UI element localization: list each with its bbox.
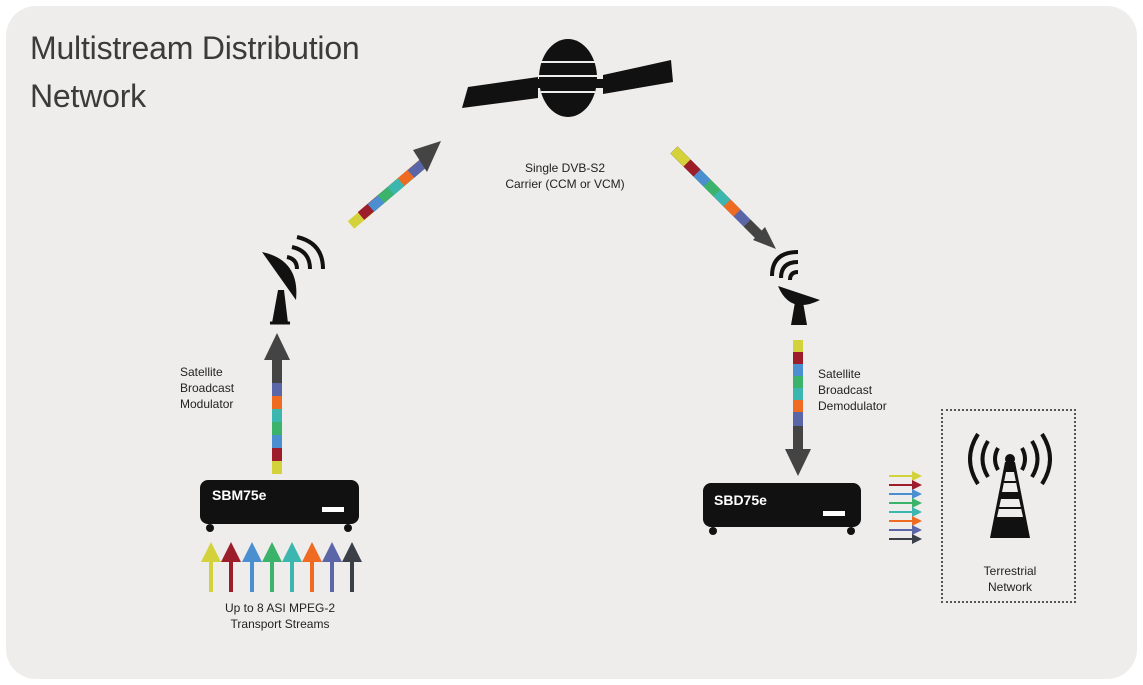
modulator-caption-line-2: Broadcast <box>180 381 235 395</box>
downlink-dish-icon <box>770 250 820 325</box>
demodulator-caption-line-3: Demodulator <box>818 399 887 413</box>
streams-caption: Up to 8 ASI MPEG-2 Transport Streams <box>190 600 370 632</box>
diagram-panel <box>6 6 1137 679</box>
demodulator-caption-line-2: Broadcast <box>818 383 873 397</box>
output-streams <box>889 471 922 544</box>
downlink-vertical-stream <box>785 340 811 476</box>
uplink-diagonal-stream <box>347 141 441 229</box>
uplink-vertical-stream <box>264 333 290 474</box>
streams-caption-line-1: Up to 8 ASI MPEG-2 <box>224 601 336 615</box>
carrier-line-2: Carrier (CCM or VCM) <box>505 177 625 191</box>
modulator-caption-line-3: Modulator <box>180 397 234 411</box>
terrestrial-network-box <box>941 409 1076 603</box>
title-line-1: Multistream Distribution <box>30 30 360 66</box>
carrier-line-1: Single DVB-S2 <box>524 161 606 175</box>
sbm75e-device: SBM75e <box>200 480 359 532</box>
modulator-caption: Satellite Broadcast Modulator <box>180 364 234 412</box>
demodulator-caption: Satellite Broadcast Demodulator <box>818 366 887 414</box>
downlink-diagonal-stream <box>670 146 776 249</box>
input-streams <box>201 542 362 592</box>
satellite-icon <box>462 39 673 117</box>
sbm75e-label: SBM75e <box>212 487 267 503</box>
uplink-dish-icon <box>262 235 325 325</box>
terrestrial-line-1: Terrestrial <box>983 564 1037 578</box>
title-line-2: Network <box>30 78 146 114</box>
modulator-caption-line-1: Satellite <box>180 365 223 379</box>
demodulator-caption-line-1: Satellite <box>818 367 861 381</box>
broadcast-tower-icon <box>968 432 1052 538</box>
terrestrial-line-2: Network <box>987 580 1032 594</box>
terrestrial-label: Terrestrial Network <box>960 563 1060 595</box>
sbd75e-label: SBD75e <box>714 492 767 508</box>
carrier-label: Single DVB-S2 Carrier (CCM or VCM) <box>480 160 650 192</box>
streams-caption-line-2: Transport Streams <box>230 617 330 631</box>
sbd75e-device: SBD75e <box>703 483 861 535</box>
